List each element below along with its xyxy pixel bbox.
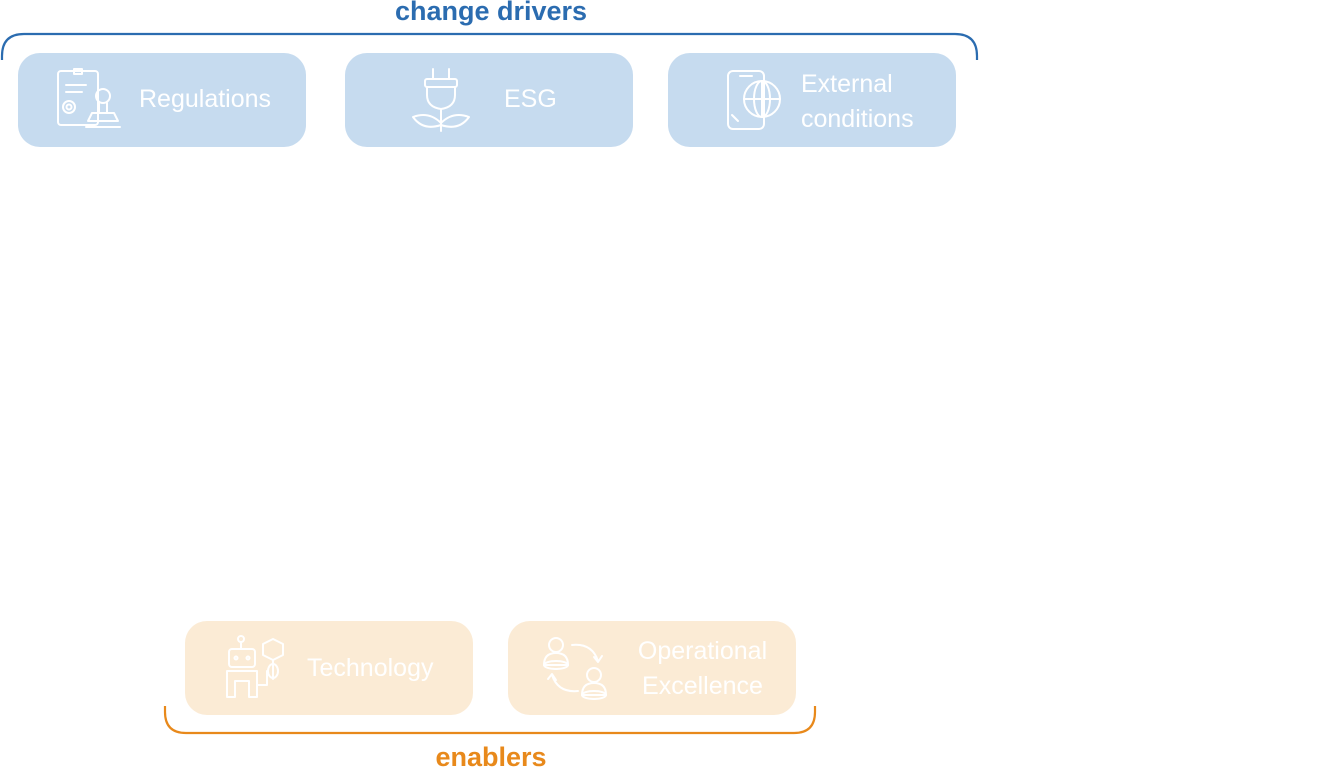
robot-icon [225, 635, 291, 701]
label-line-1: Operational [637, 637, 768, 665]
card-regulations: Regulations [18, 53, 306, 147]
document-stamp-icon [56, 67, 122, 133]
phone-globe-icon [724, 67, 790, 133]
card-external-conditions-label: External conditions [801, 67, 951, 137]
card-esg: ESG [345, 53, 633, 147]
enablers-title: enablers [435, 742, 547, 772]
label-line-2: Excellence [642, 672, 763, 700]
enablers-bracket [163, 706, 817, 735]
label-line-1: External [801, 70, 893, 98]
card-technology: Technology [185, 621, 473, 715]
card-esg-label: ESG [504, 85, 557, 113]
people-cycle-icon [542, 635, 608, 701]
card-regulations-label: Regulations [139, 85, 272, 113]
drivers-bracket [0, 32, 979, 60]
card-operational-excellence: Operational Excellence [508, 621, 796, 715]
label-line-2: conditions [801, 105, 914, 133]
card-operational-excellence-label: Operational Excellence [620, 634, 785, 704]
change-drivers-title: change drivers [394, 0, 588, 26]
plug-plant-icon [409, 67, 475, 133]
card-external-conditions: External conditions [668, 53, 956, 147]
card-technology-label: Technology [307, 654, 434, 682]
